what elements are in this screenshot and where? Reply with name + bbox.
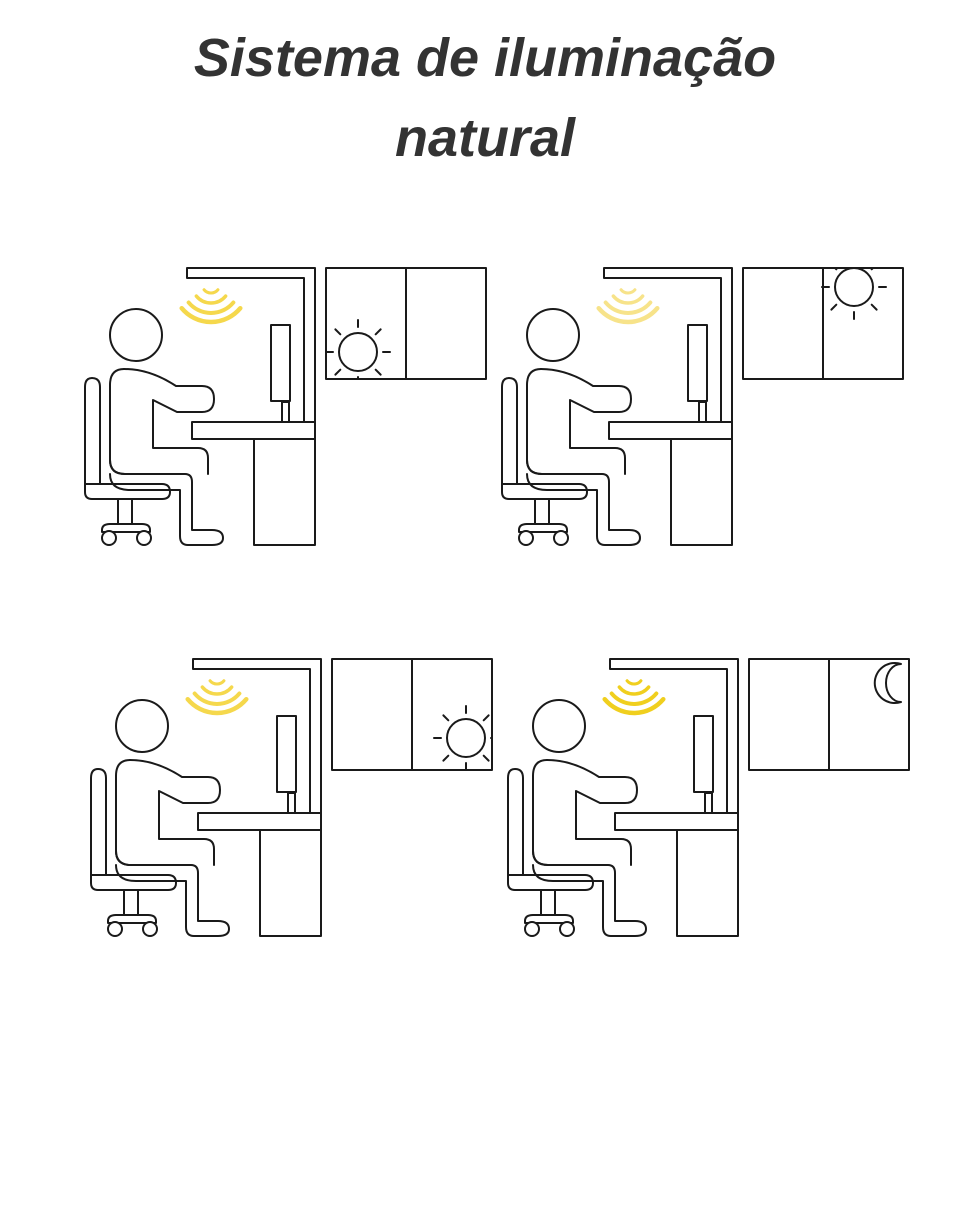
office-scene-2 bbox=[497, 262, 937, 562]
computer-monitor bbox=[687, 324, 708, 425]
office-chair bbox=[507, 768, 594, 937]
seated-person bbox=[526, 308, 641, 546]
office-scene-1 bbox=[80, 262, 520, 562]
sun-icon bbox=[433, 705, 492, 770]
page-title-line-2: natural bbox=[394, 108, 576, 168]
lamp-light-waves bbox=[179, 288, 243, 325]
desk bbox=[608, 421, 733, 546]
lamp-light-waves bbox=[185, 679, 249, 716]
computer-monitor bbox=[270, 324, 291, 425]
window bbox=[742, 267, 904, 380]
lamp-light-waves bbox=[602, 679, 666, 716]
desk bbox=[191, 421, 316, 546]
seated-person bbox=[109, 308, 224, 546]
desk bbox=[197, 812, 322, 937]
lamp-light-waves bbox=[596, 288, 660, 325]
sun-icon bbox=[821, 268, 887, 320]
page-title-line-1: Sistema de iluminação bbox=[193, 28, 777, 88]
office-scene-4 bbox=[503, 653, 943, 953]
moon-icon bbox=[873, 662, 902, 704]
seated-person bbox=[532, 699, 647, 937]
office-chair bbox=[84, 377, 171, 546]
desk bbox=[614, 812, 739, 937]
computer-monitor bbox=[276, 715, 297, 816]
office-chair bbox=[90, 768, 177, 937]
page-title: Sistema de iluminação natural bbox=[0, 18, 970, 178]
office-scene-3 bbox=[86, 653, 526, 953]
sun-icon bbox=[326, 319, 391, 379]
office-chair bbox=[501, 377, 588, 546]
computer-monitor bbox=[693, 715, 714, 816]
seated-person bbox=[115, 699, 230, 937]
